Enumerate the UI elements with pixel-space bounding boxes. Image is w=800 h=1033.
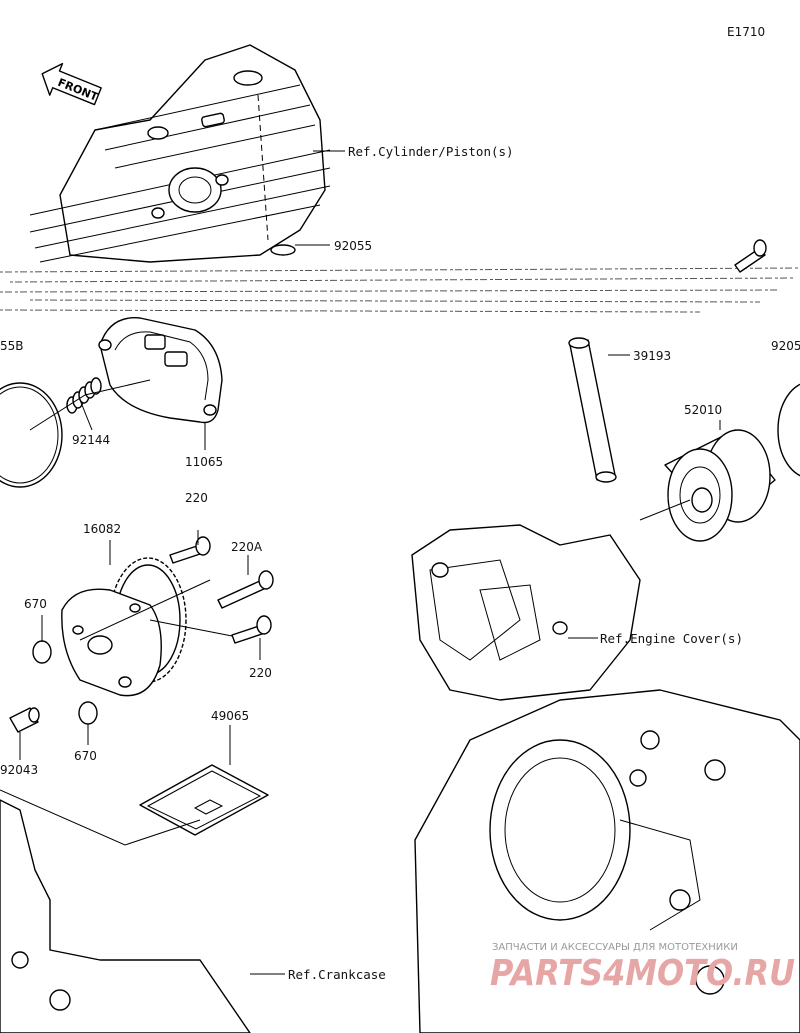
o-ring-670-lower xyxy=(78,701,98,725)
dowel-pin-92043 xyxy=(9,707,40,733)
o-ring-9205-right xyxy=(777,383,800,477)
diagram-code: E1710 xyxy=(727,25,765,39)
ref-engine-cover: Ref.Engine Cover(s) xyxy=(600,631,743,646)
crankcase-left-drawing xyxy=(0,799,251,1033)
bolt-220-lower xyxy=(231,615,272,644)
cylinder-head-drawing xyxy=(29,44,331,263)
o-ring-92055 xyxy=(270,244,296,256)
part-label-220a: 220A xyxy=(231,540,263,554)
part-label-49065: 49065 xyxy=(211,709,249,723)
o-ring-670-left xyxy=(32,640,52,664)
part-label-92043: 92043 xyxy=(0,763,38,777)
part-label-220-lower: 220 xyxy=(249,666,272,680)
part-label-220-upper: 220 xyxy=(185,491,208,505)
part-label-39193: 39193 xyxy=(633,349,671,363)
part-label-11065: 11065 xyxy=(185,455,223,469)
part-label-92144: 92144 xyxy=(72,433,110,447)
o-ring-55b xyxy=(0,382,63,488)
part-label-92055-top: 92055 xyxy=(334,239,372,253)
ref-cylinder-piston: Ref.Cylinder/Piston(s) xyxy=(348,144,514,159)
leader-lines xyxy=(0,150,721,975)
crankcase-right-drawing xyxy=(414,689,800,1033)
part-label-9205-right: 9205 xyxy=(771,339,800,353)
part-label-16082: 16082 xyxy=(83,522,121,536)
bolt-220-upper xyxy=(169,536,211,564)
ref-crankcase: Ref.Crankcase xyxy=(288,967,386,982)
engine-cover-drawing xyxy=(411,524,641,701)
bolt-220a xyxy=(217,570,274,609)
watermark-brand: PARTS4MOTO.RU xyxy=(490,953,795,994)
oil-pump-16082 xyxy=(61,557,187,697)
front-direction-arrow: FRONT xyxy=(41,62,102,106)
oil-filter-52010 xyxy=(664,429,776,542)
watermark-tagline: ЗАПЧАСТИ И АКСЕССУАРЫ ДЛЯ МОТОТЕХНИКИ xyxy=(492,942,738,953)
spring-92144 xyxy=(66,377,102,414)
part-label-670-left: 670 xyxy=(24,597,47,611)
pipe-39193 xyxy=(568,337,617,483)
bolt-upper-right xyxy=(734,239,767,273)
pump-cover-11065 xyxy=(98,317,223,424)
part-label-670-lower: 670 xyxy=(74,749,97,763)
oil-screen-49065 xyxy=(139,764,269,836)
part-label-55b: 55B xyxy=(0,339,24,353)
part-label-52010: 52010 xyxy=(684,403,722,417)
scan-noise-band xyxy=(0,267,800,313)
